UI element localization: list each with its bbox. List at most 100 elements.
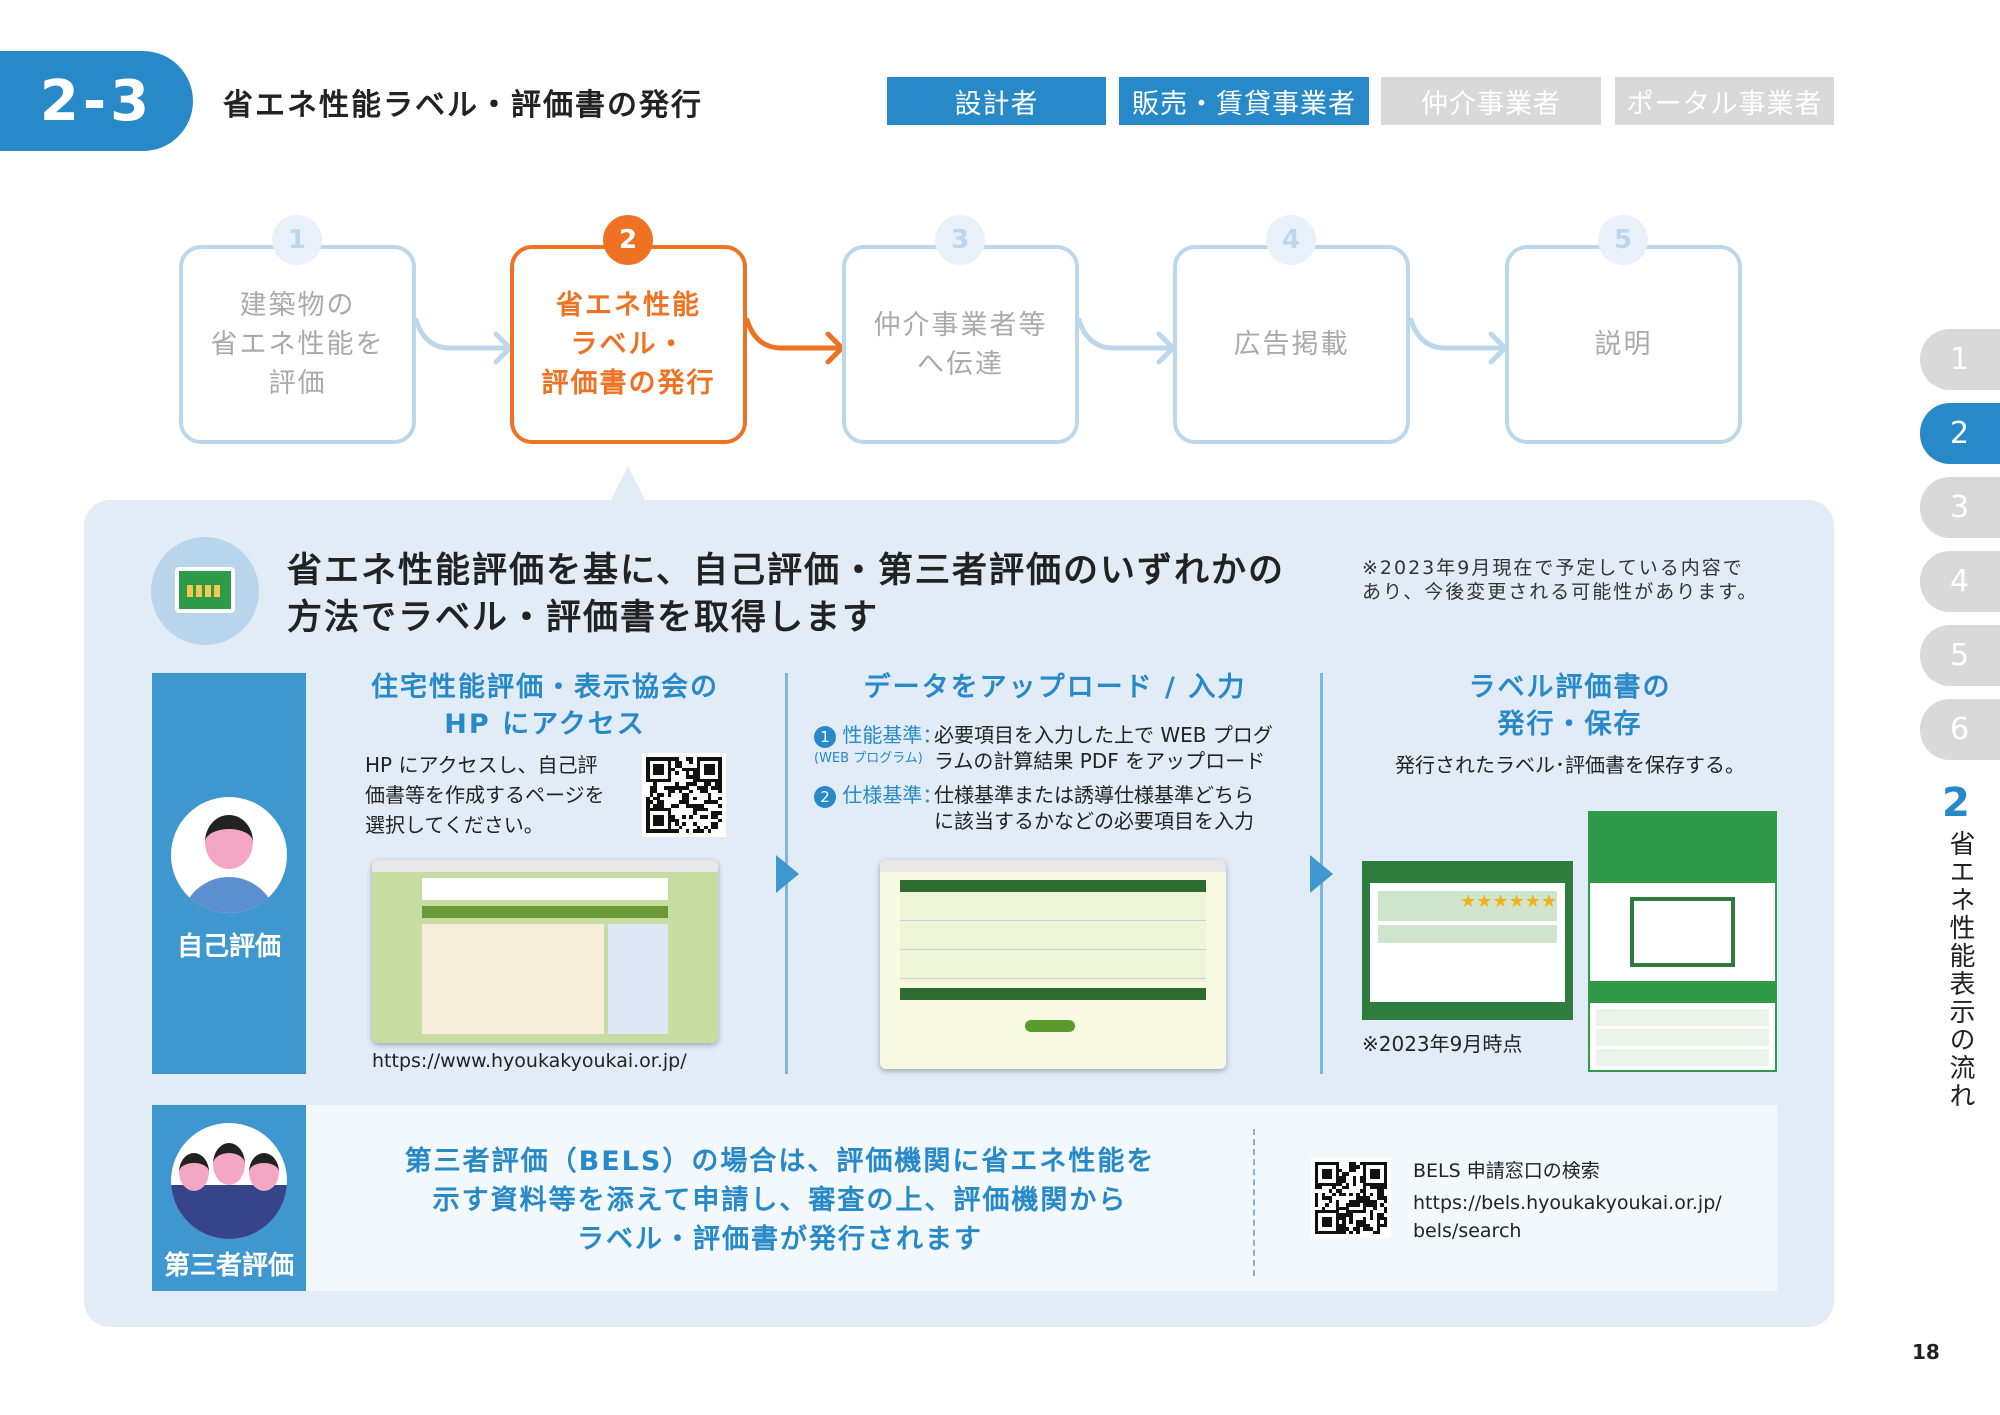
col2-title: データをアップロード / 入力 bbox=[863, 672, 1247, 703]
qr-module bbox=[718, 767, 722, 772]
bels-url-cont[interactable]: bels/search bbox=[1413, 1220, 1522, 1242]
qr-module bbox=[667, 757, 672, 761]
qr-module bbox=[1325, 1203, 1329, 1207]
qr-module bbox=[1349, 1196, 1353, 1200]
qr-module bbox=[1383, 1182, 1387, 1186]
qr-module bbox=[1376, 1230, 1381, 1234]
bels-url[interactable]: https://bels.hyoukakyoukai.or.jp/ bbox=[1413, 1192, 1722, 1214]
qr-module bbox=[718, 771, 722, 776]
qr-module bbox=[1318, 1220, 1322, 1224]
qr-module bbox=[707, 764, 712, 768]
qr-module bbox=[1339, 1168, 1343, 1173]
qr-module bbox=[1321, 1182, 1326, 1186]
qr-module bbox=[718, 800, 722, 804]
qr-module bbox=[1328, 1182, 1333, 1186]
qr-module bbox=[1373, 1220, 1377, 1224]
qr-module bbox=[1332, 1165, 1336, 1169]
qr-module bbox=[703, 800, 708, 804]
qr-module bbox=[1335, 1203, 1339, 1207]
qr-module bbox=[664, 796, 668, 801]
qr-module bbox=[1315, 1209, 1319, 1214]
qr-module bbox=[1328, 1216, 1333, 1221]
qr-module bbox=[1342, 1165, 1346, 1169]
qr-module bbox=[1373, 1168, 1377, 1173]
side-tab-1[interactable]: 1 bbox=[1920, 329, 2000, 390]
qr-module bbox=[656, 782, 661, 786]
qr-module bbox=[707, 771, 712, 776]
qr-module bbox=[1356, 1172, 1360, 1176]
qr-module bbox=[685, 818, 690, 823]
qr-module bbox=[653, 818, 657, 823]
qr-module bbox=[674, 814, 679, 819]
qr-module bbox=[1315, 1162, 1319, 1166]
qr-module bbox=[1359, 1230, 1363, 1234]
qr-module bbox=[1315, 1182, 1319, 1186]
qr-module bbox=[664, 829, 668, 833]
qr-module bbox=[1356, 1216, 1360, 1221]
qr-module bbox=[678, 829, 683, 833]
side-tab-3[interactable]: 3 bbox=[1920, 477, 2000, 538]
side-tab-4[interactable]: 4 bbox=[1920, 551, 2000, 612]
qr-module bbox=[1366, 1162, 1370, 1166]
qr-module bbox=[660, 822, 665, 826]
qr-module bbox=[667, 811, 672, 815]
qr-module bbox=[664, 793, 668, 797]
qr-module bbox=[1328, 1227, 1333, 1231]
qr-module bbox=[660, 825, 665, 830]
qr-module bbox=[1383, 1168, 1387, 1173]
qr-module bbox=[664, 814, 668, 819]
qr-module bbox=[1325, 1206, 1329, 1210]
qr-module bbox=[714, 782, 719, 786]
qr-module bbox=[1339, 1220, 1343, 1224]
qr-module bbox=[660, 764, 665, 768]
qr-module bbox=[1328, 1199, 1333, 1204]
qr-module bbox=[660, 775, 665, 779]
qr-module bbox=[1383, 1185, 1387, 1190]
qr-module bbox=[1332, 1172, 1336, 1176]
qr-module bbox=[1342, 1227, 1346, 1231]
qr-module bbox=[1328, 1206, 1333, 1210]
qr-module bbox=[1369, 1162, 1374, 1166]
qr-module bbox=[718, 778, 722, 783]
qr-module bbox=[1373, 1165, 1377, 1169]
qr-module bbox=[1366, 1199, 1370, 1204]
qr-module bbox=[1376, 1206, 1381, 1210]
qr-module bbox=[703, 782, 708, 786]
qr-module bbox=[1352, 1230, 1357, 1234]
qr-module bbox=[1356, 1199, 1360, 1204]
heading-line: 省エネ性能評価を基に、自己評価・第三者評価のいずれかの bbox=[287, 551, 1285, 591]
qr-module bbox=[1363, 1213, 1367, 1217]
qr-module bbox=[1373, 1203, 1377, 1207]
qr-module bbox=[1345, 1227, 1350, 1231]
association-url[interactable]: https://www.hyoukakyoukai.or.jp/ bbox=[372, 1050, 687, 1072]
qr-module bbox=[700, 782, 704, 786]
qr-module bbox=[1376, 1199, 1381, 1204]
qr-module bbox=[1363, 1209, 1367, 1214]
qr-module bbox=[1318, 1209, 1322, 1214]
qr-code[interactable] bbox=[1311, 1158, 1391, 1238]
qr-module bbox=[1328, 1213, 1333, 1217]
qr-code[interactable] bbox=[642, 753, 726, 837]
side-tab-5[interactable]: 5 bbox=[1920, 625, 2000, 686]
qr-module bbox=[646, 804, 650, 808]
side-tab-6[interactable]: 6 bbox=[1920, 699, 2000, 760]
qr-module bbox=[707, 818, 712, 823]
qr-module bbox=[1369, 1196, 1374, 1200]
qr-module bbox=[646, 767, 650, 772]
qr-module bbox=[649, 767, 654, 772]
qr-module bbox=[1321, 1203, 1326, 1207]
qr-module bbox=[1342, 1185, 1346, 1190]
qr-module bbox=[1383, 1220, 1387, 1224]
qr-module bbox=[1321, 1162, 1326, 1166]
qr-module bbox=[664, 778, 668, 783]
qr-module bbox=[689, 814, 694, 819]
qr-module bbox=[671, 782, 675, 786]
qr-module bbox=[671, 789, 675, 794]
step-label: 建築物の 省エネ性能を 評価 bbox=[210, 290, 385, 399]
side-tab-2[interactable]: 2 bbox=[1920, 403, 2000, 464]
qr-module bbox=[674, 775, 679, 779]
qr-module bbox=[1315, 1199, 1319, 1204]
qr-module bbox=[711, 822, 715, 826]
qr-module bbox=[689, 760, 694, 765]
title-line: 住宅性能評価・表示協会の bbox=[371, 672, 719, 703]
